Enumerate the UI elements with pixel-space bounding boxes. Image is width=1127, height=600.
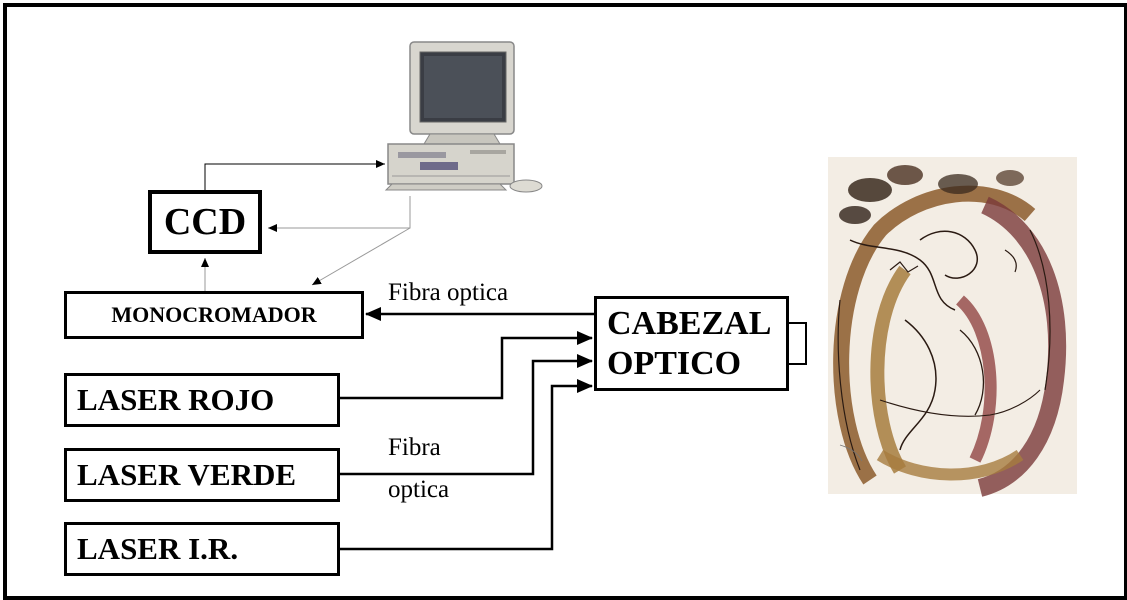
- laser-ir-box: LASER I.R.: [64, 522, 340, 576]
- laser-verde-box: LASER VERDE: [64, 448, 340, 502]
- monocromador-label: MONOCROMADOR: [111, 302, 316, 328]
- cabezal-loop: [789, 323, 806, 364]
- fiber-laser-rojo: [340, 338, 592, 398]
- monocromador-box: MONOCROMADOR: [64, 291, 364, 339]
- laser-rojo-label: LASER ROJO: [77, 382, 274, 418]
- ink-wash-artwork: [828, 157, 1077, 494]
- fiber-laser-verde: [340, 361, 592, 474]
- laser-rojo-box: LASER ROJO: [64, 373, 340, 427]
- ccd-label: CCD: [164, 200, 246, 244]
- laser-ir-label: LASER I.R.: [77, 531, 238, 567]
- ccd-to-computer-line: [205, 164, 385, 190]
- ccd-box: CCD: [148, 190, 262, 254]
- computer-to-monocromador-line: [312, 228, 410, 285]
- cabezal-label-line1: CABEZAL: [607, 304, 771, 344]
- fiber-laser-ir: [340, 386, 592, 549]
- fibra-optica-top-label: Fibra optica: [388, 279, 508, 307]
- computer-to-ccd-line: [268, 196, 410, 228]
- cabezal-label-line2: OPTICO: [607, 344, 741, 384]
- fibra-optica-left-label-line1: Fibra: [388, 434, 441, 462]
- desktop-computer-icon: [386, 42, 542, 192]
- fibra-optica-left-label-line2: optica: [388, 476, 449, 504]
- cabezal-optico-box: CABEZAL OPTICO: [594, 296, 789, 391]
- laser-verde-label: LASER VERDE: [77, 457, 296, 493]
